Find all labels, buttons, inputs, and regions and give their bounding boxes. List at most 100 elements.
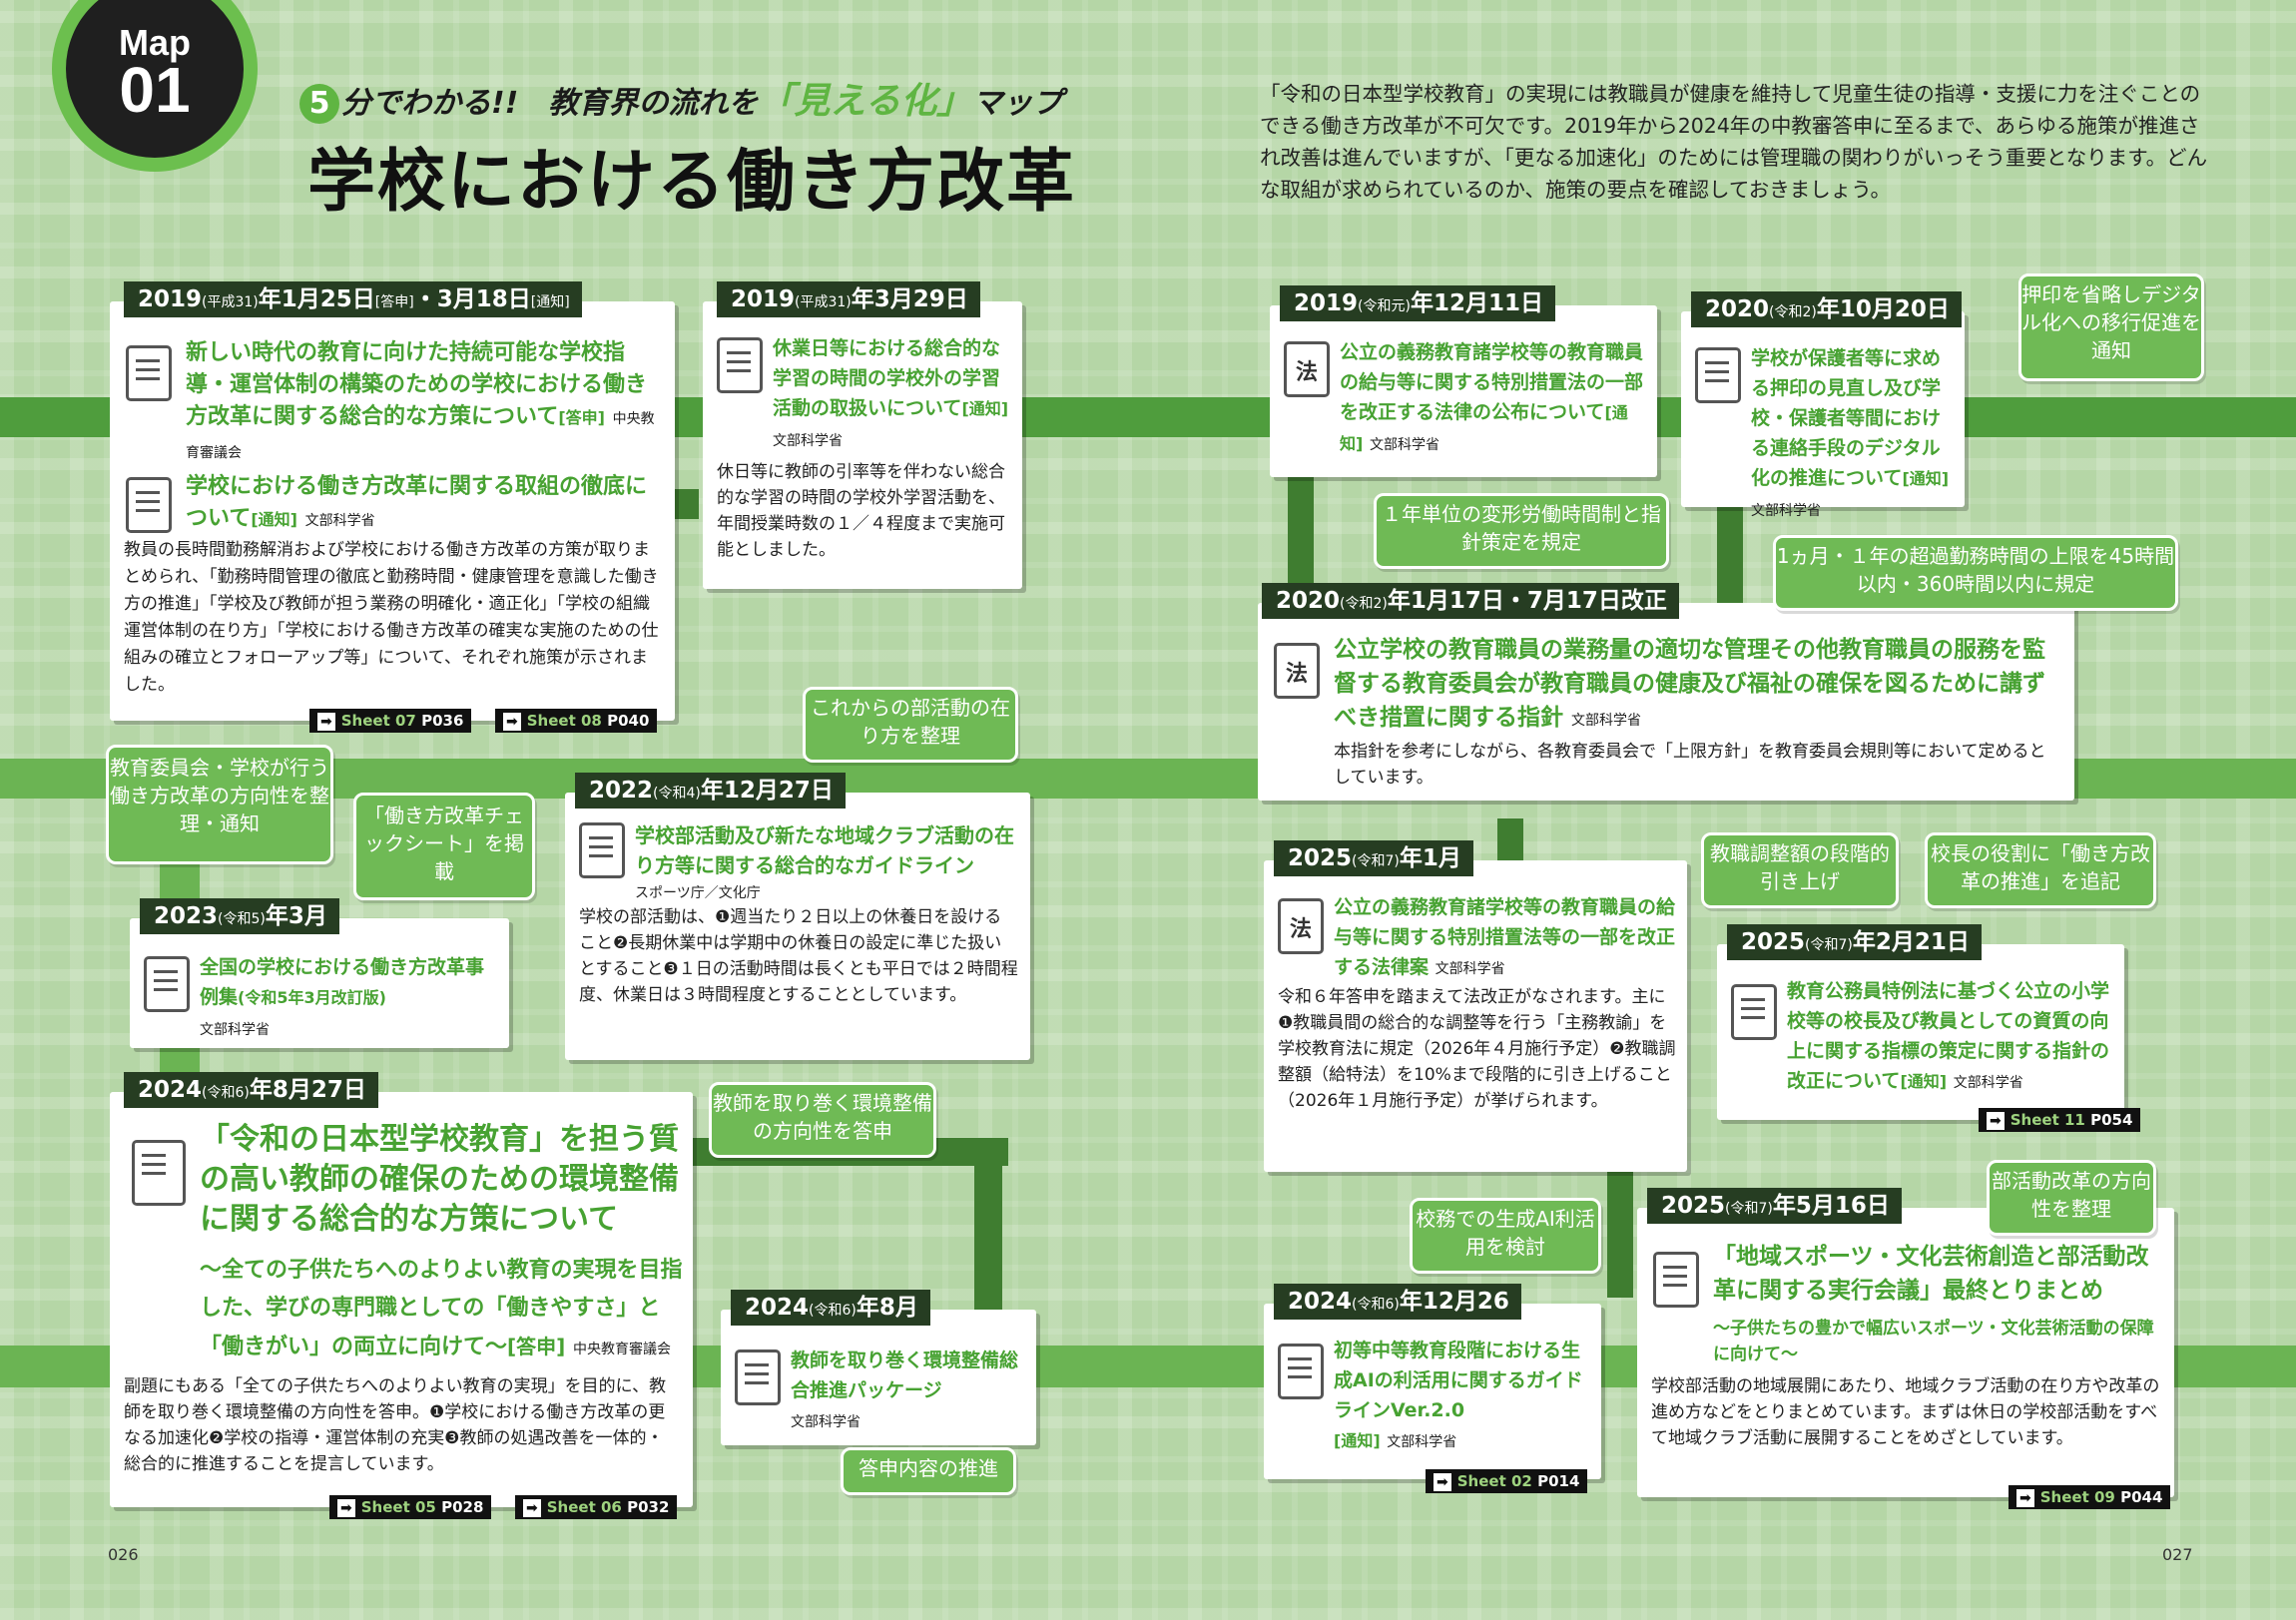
subtitle-highlight: 「見える化」 bbox=[758, 81, 973, 122]
document-icon bbox=[735, 1350, 781, 1405]
note-bubble: 答申内容の推進 bbox=[841, 1447, 1016, 1495]
card-date: 2025(令和7)年5月16日 bbox=[1647, 1188, 1902, 1224]
badge-number: 01 bbox=[119, 54, 191, 126]
card-body: 学校部活動の地域展開にあたり、地域クラブ活動の在り方や改革の進め方などをとりまと… bbox=[1651, 1376, 2160, 1448]
note-bubble: １年単位の変形労働時間制と指針策定を規定 bbox=[1374, 493, 1669, 569]
timeline-card-2024-dec: 2024(令和6)年12月26 初等中等教育段階における生成AIの利活用に関する… bbox=[1264, 1284, 1601, 1493]
card-date: 2020(令和2)年1月17日・7月17日改正 bbox=[1262, 583, 1679, 619]
card-heading: 公立の義務教育諸学校等の教育職員の給与等に関する特別措置法等の一部を改正する法律… bbox=[1334, 896, 1676, 978]
card-heading: 教育公務員特例法に基づく公立の小学校等の校長及び教員としての資質の向上に関する指… bbox=[1787, 980, 2110, 1092]
timeline-card-2025-may: 2025(令和7)年5月16日 「地域スポーツ・文化芸術創造と部活動改革に関する… bbox=[1637, 1188, 2174, 1509]
subtitle-number: 5 bbox=[299, 84, 339, 124]
card-body: 副題にもある「全ての子供たちへのよりよい教育の実現」を目的に、教師を取り巻く環境… bbox=[124, 1376, 667, 1474]
note-bubble: 部活動改革の方向性を整理 bbox=[1987, 1160, 2156, 1236]
subtitle-text: 分でわかる!! 教育界の流れを bbox=[341, 86, 759, 121]
card-heading: 公立の義務教育諸学校等の教育職員の給与等に関する特別措置法の一部を改正する法律の… bbox=[1340, 341, 1644, 453]
card-date: 2023(令和5)年3月 bbox=[140, 898, 339, 934]
note-bubble: これからの部活動の在り方を整理 bbox=[803, 687, 1018, 763]
timeline-card-2020-jan: 2020(令和2)年1月17日・7月17日改正 公立学校の教育職員の業務量の適切… bbox=[1258, 583, 2074, 801]
arrow-icon: ➡ bbox=[337, 1499, 355, 1517]
arrow-icon: ➡ bbox=[317, 713, 335, 731]
card-body: 本指針を参考にしながら、各教育委員会で「上限方針」を教育委員会規則等において定め… bbox=[1334, 742, 2046, 788]
connector bbox=[1288, 469, 1314, 599]
card-date: 2022(令和4)年12月27日 bbox=[575, 773, 846, 809]
arrow-icon: ➡ bbox=[2016, 1489, 2034, 1507]
card-body: 令和６年答申を踏まえて法改正がなされます。主に❶教職員間の総合的な調整等を行う「… bbox=[1278, 987, 1676, 1111]
card-heading: 全国の学校における働き方改革事例集(令和5年3月改訂版)文部科学省 bbox=[200, 956, 485, 1038]
sheet-link[interactable]: ➡Sheet 11 P054 bbox=[1979, 1108, 2141, 1132]
card-subheading: ～子供たちの豊かで幅広いスポーツ・文化芸術活動の保障に向けて～ bbox=[1713, 1319, 2154, 1364]
card-date: 2025(令和7)年1月 bbox=[1274, 840, 1473, 876]
card-org: スポーツ庁／文化庁 bbox=[635, 885, 761, 901]
subtitle-suffix: マップ bbox=[972, 86, 1063, 121]
card-date: 2019(平成31)年3月29日 bbox=[717, 281, 980, 317]
note-bubble: 押印を省略しデジタル化への移行促進を通知 bbox=[2018, 273, 2204, 381]
law-icon bbox=[1274, 643, 1320, 699]
law-icon bbox=[1284, 341, 1330, 397]
document-icon bbox=[1731, 984, 1777, 1040]
sheet-link[interactable]: ➡Sheet 06 P032 bbox=[515, 1495, 678, 1519]
card-heading: 学校が保護者等に求める押印の見直し及び学校・保護者等間における連絡手段のデジタル… bbox=[1751, 347, 1950, 519]
page-number-left: 026 bbox=[108, 1545, 139, 1564]
timeline-card-2023-mar: 2023(令和5)年3月 全国の学校における働き方改革事例集(令和5年3月改訂版… bbox=[130, 898, 509, 1048]
timeline-card-2019-mar: 2019(平成31)年3月29日 休業日等における総合的な学習の時間の学校外の学… bbox=[703, 281, 1022, 589]
arrow-icon: ➡ bbox=[503, 713, 521, 731]
card-date: 2025(令和7)年2月21日 bbox=[1727, 924, 1982, 960]
note-bubble: 1ヵ月・１年の超過勤務時間の上限を45時間以内・360時間以内に規定 bbox=[1773, 535, 2178, 611]
card-heading-2: 学校における働き方改革に関する取組の徹底について[通知] 文部科学省 bbox=[186, 474, 648, 531]
law-icon bbox=[1278, 898, 1324, 954]
timeline-card-2025-feb: 2025(令和7)年2月21日 教育公務員特例法に基づく公立の小学校等の校長及び… bbox=[1717, 924, 2141, 1132]
card-body: 教員の長時間勤務解消および学校における働き方改革の方策が取りまとめられ、「勤務時… bbox=[124, 540, 659, 695]
timeline-card-2024-aug: 2024(令和6)年8月 教師を取り巻く環境整備総合推進パッケージ文部科学省 bbox=[721, 1290, 1036, 1445]
card-date: 2024(令和6)年8月 bbox=[731, 1290, 930, 1326]
document-icon bbox=[1278, 1344, 1324, 1399]
sheet-link[interactable]: ➡Sheet 09 P044 bbox=[2009, 1485, 2171, 1509]
card-date: 2020(令和2)年10月20日 bbox=[1691, 291, 1962, 327]
sheet-link[interactable]: ➡Sheet 05 P028 bbox=[329, 1495, 492, 1519]
document-icon bbox=[144, 956, 190, 1012]
card-heading: 初等中等教育段階における生成AIの利活用に関するガイドラインVer.2.0[通知… bbox=[1334, 1340, 1583, 1450]
document-icon bbox=[1653, 1252, 1699, 1308]
document-icon bbox=[126, 477, 172, 533]
card-heading: 「令和の日本型学校教育」を担う質の高い教師の確保のための環境整備に関する総合的な… bbox=[200, 1122, 679, 1237]
arrow-icon: ➡ bbox=[1434, 1473, 1451, 1491]
card-body: 休日等に教師の引率等を伴わない総合的な学習の時間の学校外学習活動を、年間授業時数… bbox=[717, 462, 1005, 560]
note-bubble: 教職調整額の段階的引き上げ bbox=[1701, 832, 1899, 908]
note-bubble: 校長の役割に「働き方改革の推進」を追記 bbox=[1925, 832, 2156, 908]
card-date: 2019(令和元)年12月11日 bbox=[1280, 285, 1555, 321]
connector bbox=[1717, 499, 1743, 609]
document-icon bbox=[579, 822, 625, 878]
document-icon bbox=[132, 1140, 186, 1206]
card-heading: 「地域スポーツ・文化芸術創造と部活動改革に関する実行会議」最終とりまとめ bbox=[1713, 1244, 2149, 1304]
timeline-card-2019-dec: 2019(令和元)年12月11日 公立の義務教育諸学校等の教育職員の給与等に関す… bbox=[1270, 285, 1657, 477]
card-heading: 休業日等における総合的な学習の時間の学校外の学習活動の取扱いについて[通知] 文… bbox=[773, 337, 1009, 449]
arrow-icon: ➡ bbox=[1987, 1112, 2005, 1130]
timeline-card-2024-aug27: 2024(令和6)年8月27日 「令和の日本型学校教育」を担う質の高い教師の確保… bbox=[110, 1072, 693, 1519]
intro-text: 「令和の日本型学校教育」の実現には教職員が健康を維持して児童生徒の指導・支援に力… bbox=[1260, 82, 2208, 202]
timeline-card-2025-jan: 2025(令和7)年1月 公立の義務教育諸学校等の教育職員の給与等に関する特別措… bbox=[1264, 840, 1687, 1172]
document-icon bbox=[126, 345, 172, 401]
card-heading: 新しい時代の教育に向けた持続可能な学校指導・運営体制の構築のための学校における働… bbox=[186, 340, 655, 461]
card-subheading: ～全ての子供たちへのよりよい教育の実現を目指した、学びの専門職としての「働きやす… bbox=[200, 1258, 683, 1359]
sheet-link[interactable]: ➡Sheet 07 P036 bbox=[309, 709, 472, 733]
card-date: 2024(令和6)年12月26 bbox=[1274, 1284, 1521, 1320]
page-title: 学校における働き方改革 bbox=[307, 143, 1077, 222]
note-bubble: 教育委員会・学校が行う働き方改革の方向性を整理・通知 bbox=[106, 745, 333, 864]
document-icon bbox=[1695, 347, 1741, 403]
map-badge: Map 01 bbox=[66, 0, 244, 158]
card-body: 学校の部活動は、❶週当たり２日以上の休養日を設けること❷長期休業中は学期中の休養… bbox=[579, 907, 1018, 1005]
card-date: 2024(令和6)年8月27日 bbox=[124, 1072, 378, 1108]
note-bubble: 教師を取り巻く環境整備の方向性を答申 bbox=[709, 1082, 936, 1158]
card-heading: 学校部活動及び新たな地域クラブ活動の在り方等に関する総合的なガイドライン bbox=[635, 823, 1014, 877]
sheet-link[interactable]: ➡Sheet 08 P040 bbox=[495, 709, 658, 733]
timeline-card-2019-jan: 2019(平成31)年1月25日[答申]・3月18日[通知] 新しい時代の教育に… bbox=[110, 281, 675, 733]
page-number-right: 027 bbox=[2162, 1545, 2193, 1564]
note-bubble: 「働き方改革チェックシート」を掲載 bbox=[353, 793, 535, 900]
card-heading: 教師を取り巻く環境整備総合推進パッケージ文部科学省 bbox=[791, 1350, 1019, 1430]
arrow-icon: ➡ bbox=[523, 1499, 541, 1517]
sheet-link[interactable]: ➡Sheet 02 P014 bbox=[1426, 1469, 1588, 1493]
badge-label: Map bbox=[119, 22, 191, 63]
note-bubble: 校務での生成AI利活用を検討 bbox=[1410, 1198, 1601, 1274]
card-date: 2019(平成31)年1月25日[答申]・3月18日[通知] bbox=[124, 281, 582, 317]
